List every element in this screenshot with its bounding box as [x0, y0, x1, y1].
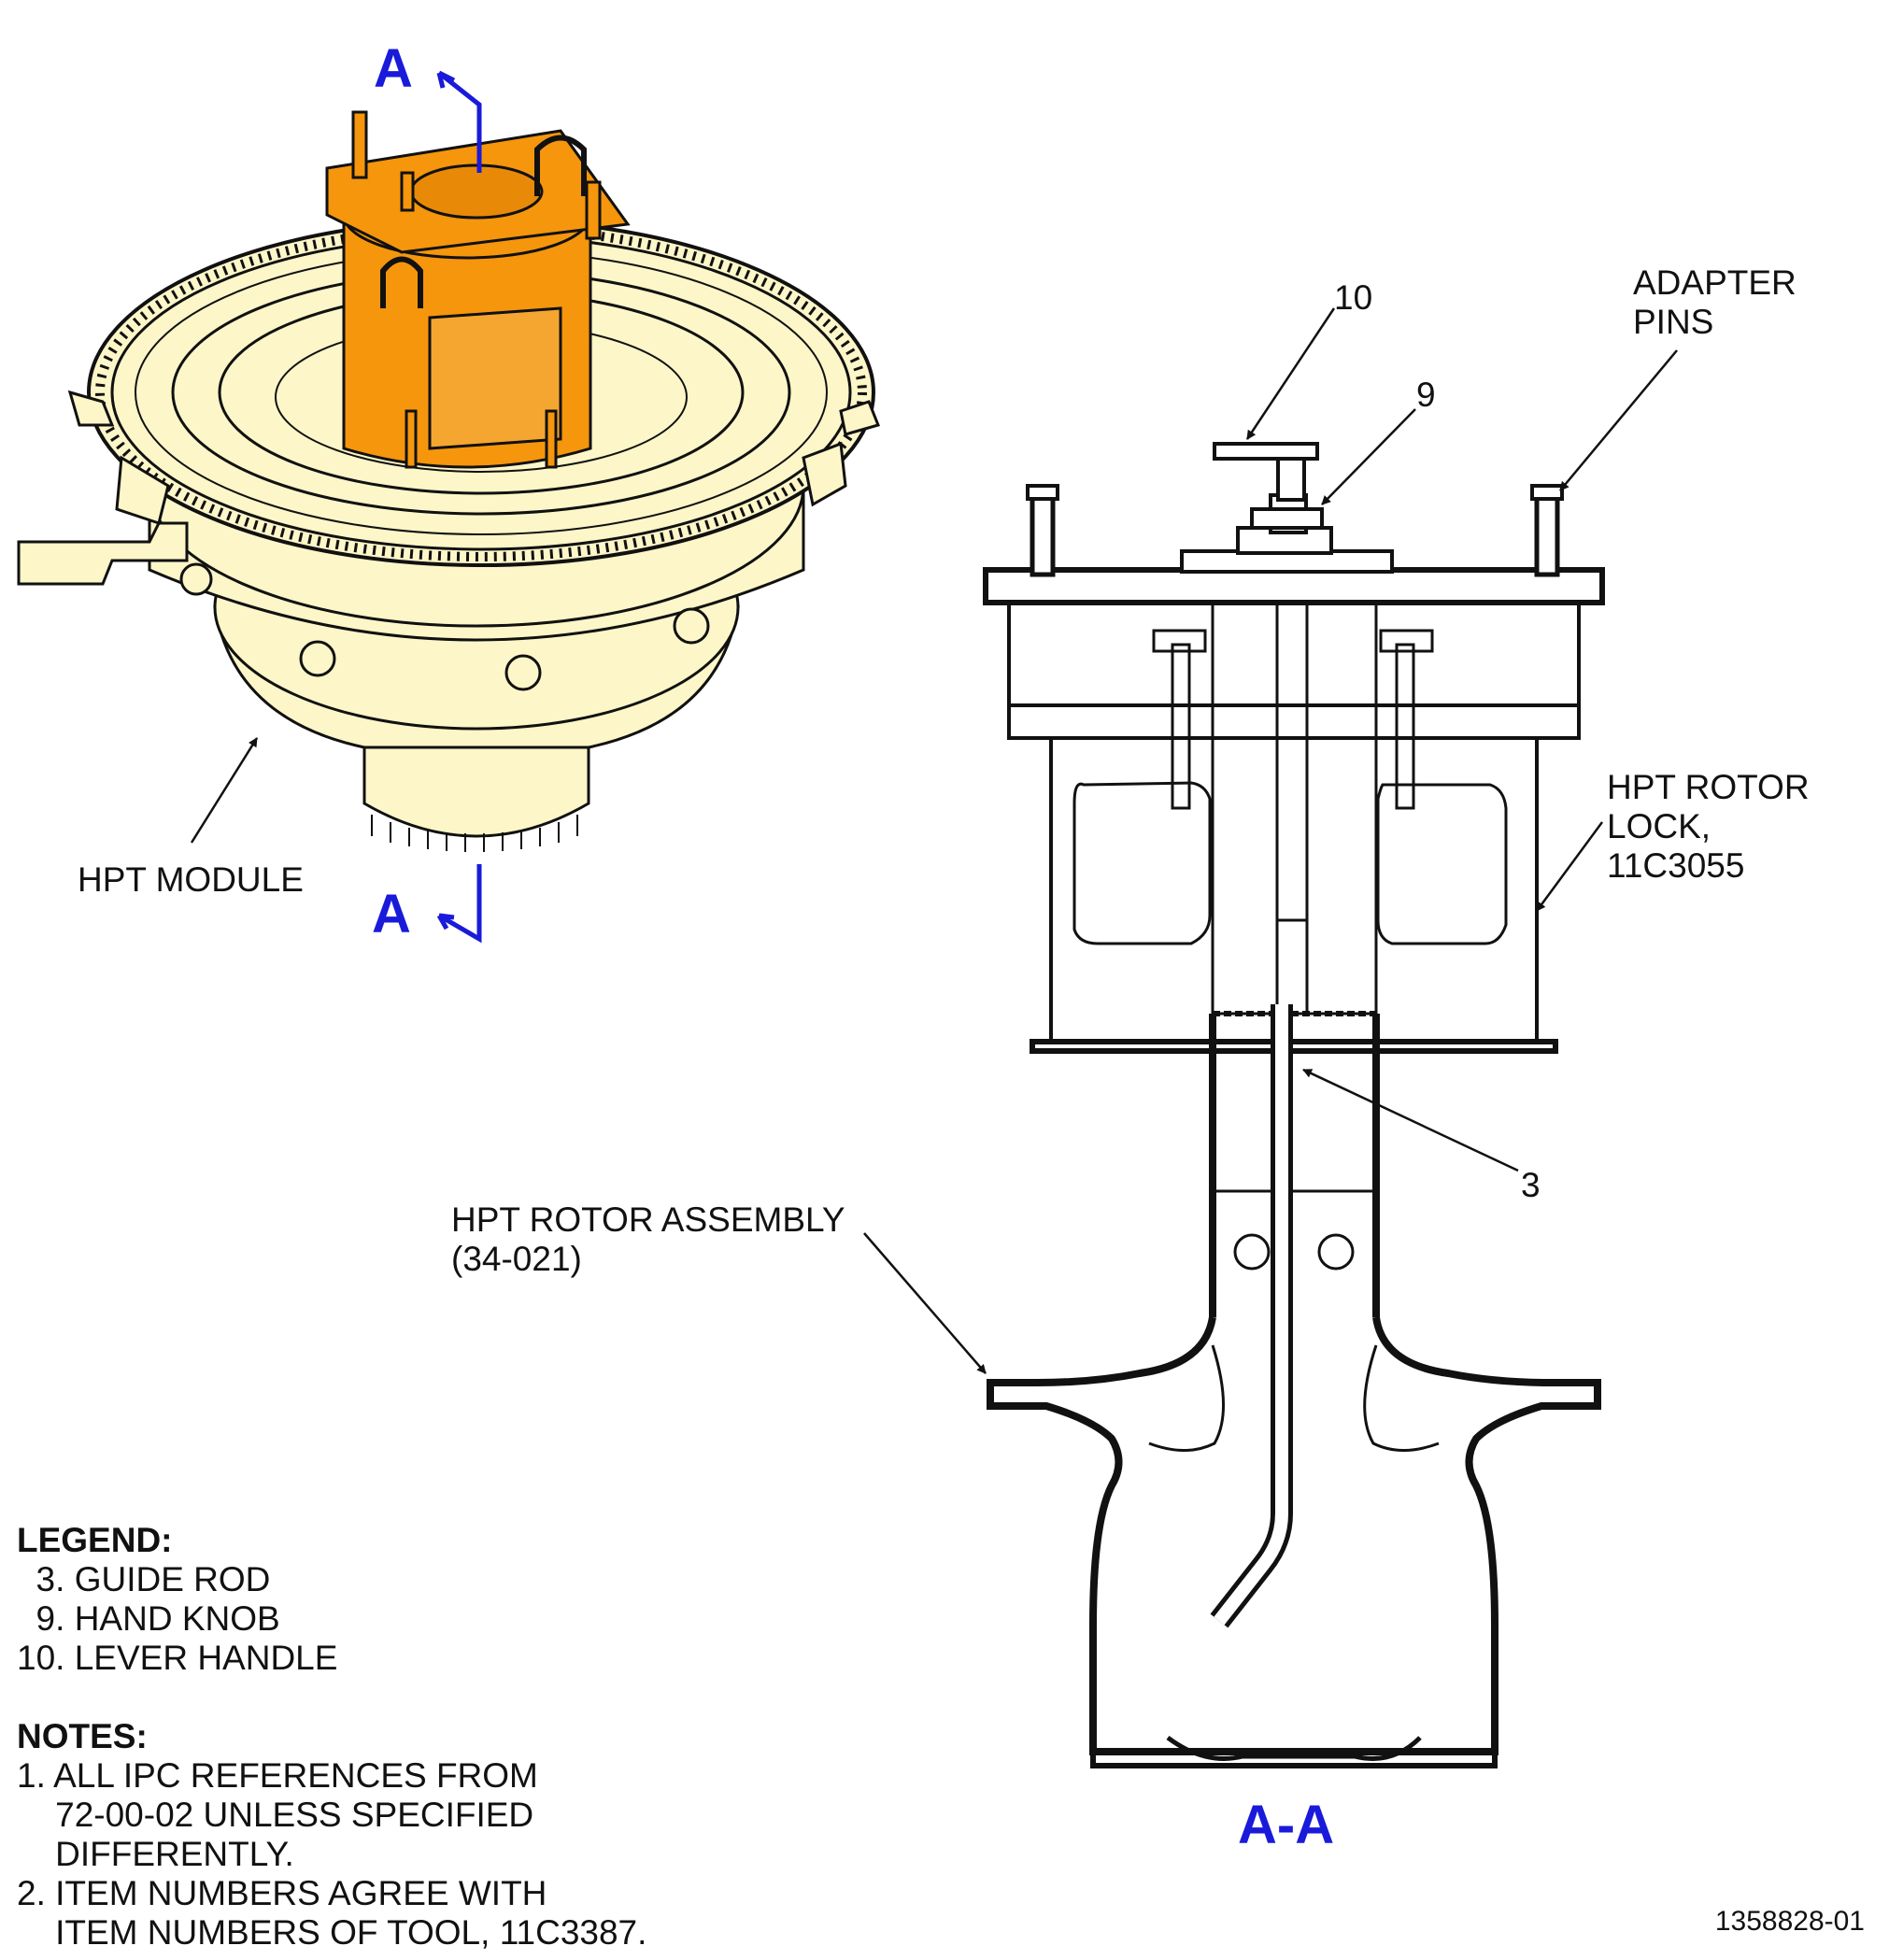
- callout-hpt-rotor-lock-line3: 11C3055: [1607, 846, 1745, 885]
- callout-adapter-pins-line1: ADAPTER: [1633, 263, 1797, 302]
- note-line: 2. ITEM NUMBERS AGREE WITH: [17, 1874, 547, 1912]
- callout-hpt-rotor-assembly: HPT ROTOR ASSEMBLY (34-021): [451, 1200, 845, 1279]
- legend-item: 10. LEVER HANDLE: [17, 1639, 338, 1677]
- legend-item: 9. HAND KNOB: [17, 1599, 280, 1638]
- section-cut-line: [436, 70, 482, 944]
- callout-item-10: 10: [1334, 278, 1373, 317]
- callout-item-3: 3: [1521, 1166, 1541, 1204]
- legend-title: LEGEND:: [17, 1521, 173, 1559]
- note-line: 1. ALL IPC REFERENCES FROM: [17, 1756, 538, 1795]
- rotor-lock-tool-isometric: [325, 110, 631, 469]
- section-view-a-a: [983, 442, 1605, 1768]
- callout-adapter-pins: ADAPTER PINS: [1633, 263, 1797, 342]
- callout-hpt-rotor-lock-line2: LOCK,: [1607, 807, 1711, 845]
- note-line: DIFFERENTLY.: [17, 1835, 294, 1873]
- legend-item: 3. GUIDE ROD: [17, 1560, 271, 1598]
- callout-hpt-rotor-assembly-line2: (34-021): [451, 1240, 582, 1278]
- section-marker-a-top: A: [374, 38, 413, 99]
- legend: LEGEND: 3. GUIDE ROD 9. HAND KNOB 10. LE…: [17, 1521, 337, 1678]
- callout-hpt-rotor-assembly-line1: HPT ROTOR ASSEMBLY: [451, 1200, 845, 1239]
- section-view-title: A-A: [1238, 1795, 1335, 1855]
- note-line: 72-00-02 UNLESS SPECIFIED: [17, 1796, 534, 1834]
- callout-hpt-module: HPT MODULE: [78, 860, 304, 899]
- leader-lines: [190, 307, 1678, 1374]
- callout-adapter-pins-line2: PINS: [1633, 303, 1714, 341]
- section-marker-a-bottom: A: [372, 884, 411, 944]
- callout-hpt-rotor-lock-line1: HPT ROTOR: [1607, 768, 1810, 806]
- callout-item-9: 9: [1416, 376, 1436, 414]
- note-line: ITEM NUMBERS OF TOOL, 11C3387.: [17, 1913, 647, 1952]
- figure-id: 1358828-01: [1714, 1906, 1865, 1937]
- callout-hpt-rotor-lock: HPT ROTOR LOCK, 11C3055: [1607, 768, 1810, 886]
- notes: NOTES: 1. ALL IPC REFERENCES FROM 72-00-…: [17, 1717, 646, 1953]
- notes-title: NOTES:: [17, 1717, 148, 1755]
